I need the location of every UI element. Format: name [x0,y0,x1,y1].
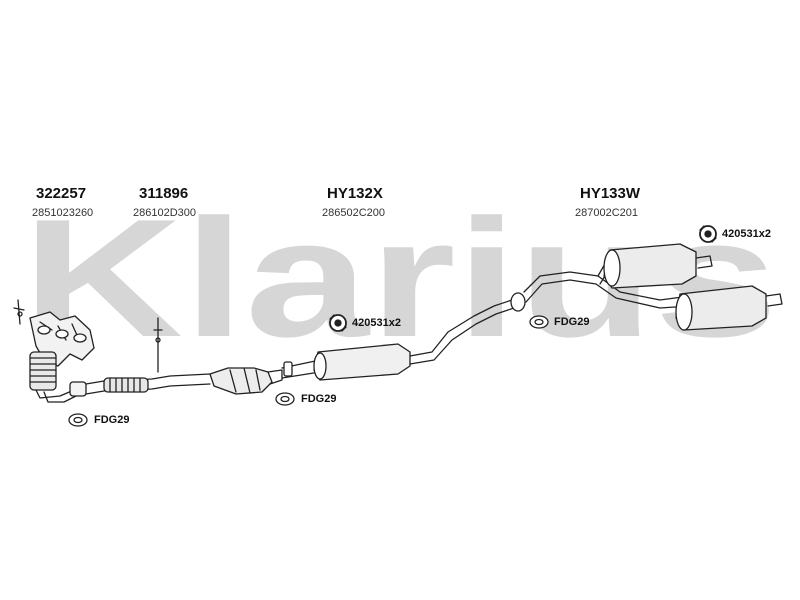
oem-number-311896: 286102D300 [133,207,197,219]
oem-number-322257: 2851023260 [32,207,94,219]
gasket-label-front: FDG29 [94,414,130,426]
oem-number-hy133w: 287002C201 [575,207,639,219]
rubber-mount-icon [699,225,717,243]
gasket-ring-icon [275,392,295,406]
gasket-ring-icon [529,315,549,329]
part-number-311896: 311896 [139,185,189,202]
centre-silencer [281,299,515,381]
exhaust-manifold [13,299,95,403]
rear-silencer-assembly [510,243,783,331]
part-number-hy133w: HY133W [580,185,641,202]
oem-number-hy132x: 286502C200 [322,207,386,219]
part-number-hy132x: HY132X [327,185,383,202]
catalytic-converter [209,367,283,395]
gasket-ring-icon [68,413,88,427]
mount-label-mid: 420531x2 [352,317,401,329]
front-flex-pipe [69,317,211,397]
gasket-label-mid: FDG29 [301,393,337,405]
mount-label-rear: 420531x2 [722,228,771,240]
rubber-mount-icon [329,314,347,332]
part-number-322257: 322257 [36,185,87,202]
gasket-label-rear: FDG29 [554,316,590,328]
